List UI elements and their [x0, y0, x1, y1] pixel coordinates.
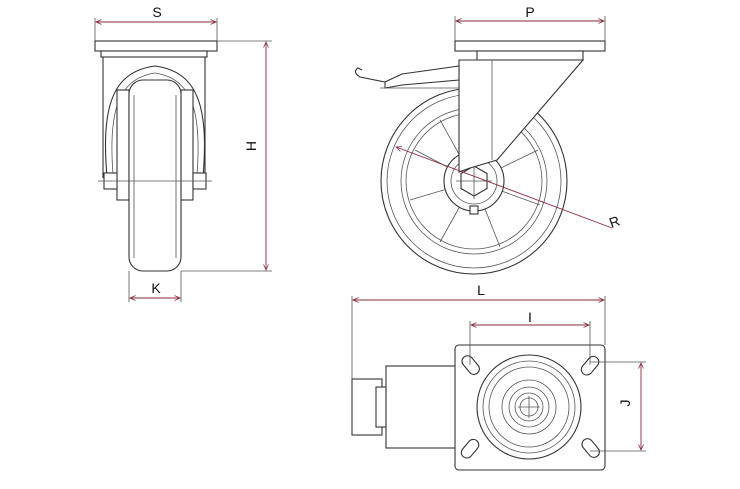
- r-dimension-line: [396, 147, 613, 229]
- top-brake-arm: [385, 365, 459, 449]
- side-fork-leg: [458, 59, 585, 173]
- side-grease-nipple: [469, 205, 479, 215]
- front-fork-right-plate: [180, 89, 194, 201]
- side-plate-lip: [476, 50, 584, 61]
- s-label: S: [152, 4, 161, 20]
- top-swivel-ring-4: [501, 379, 557, 435]
- top-mount-slots: [460, 355, 600, 459]
- front-wheel: [128, 79, 182, 272]
- r-label: R: [607, 212, 622, 230]
- top-brake-pedal-edge: [375, 386, 387, 428]
- front-fork-left-plate: [116, 89, 130, 201]
- p-label: P: [525, 4, 534, 20]
- front-wheel-tread-lines: [133, 95, 177, 258]
- i-label: I: [528, 309, 532, 325]
- brake-pedal-tip: [354, 67, 386, 83]
- front-view: S H K: [94, 4, 272, 302]
- top-swivel-ring-2: [482, 360, 576, 454]
- front-plate-lip: [100, 50, 208, 58]
- side-view: P R: [354, 4, 622, 275]
- l-label: L: [477, 282, 485, 298]
- top-swivel-ring-5: [508, 386, 550, 428]
- top-kingpin-outer: [514, 392, 544, 422]
- brake-lever: [384, 65, 460, 89]
- h-label: H: [243, 141, 259, 151]
- j-label: J: [617, 400, 633, 407]
- top-view: L I J: [351, 282, 646, 471]
- side-top-plate: [454, 40, 606, 52]
- top-center-crosshair: [518, 396, 540, 418]
- front-fork-sides: [102, 57, 206, 178]
- brake-arch-outer: [104, 65, 206, 189]
- top-swivel-ring-3: [488, 366, 570, 448]
- front-top-plate: [94, 40, 218, 52]
- brake-arch-inner: [111, 72, 199, 187]
- k-label: K: [151, 280, 161, 296]
